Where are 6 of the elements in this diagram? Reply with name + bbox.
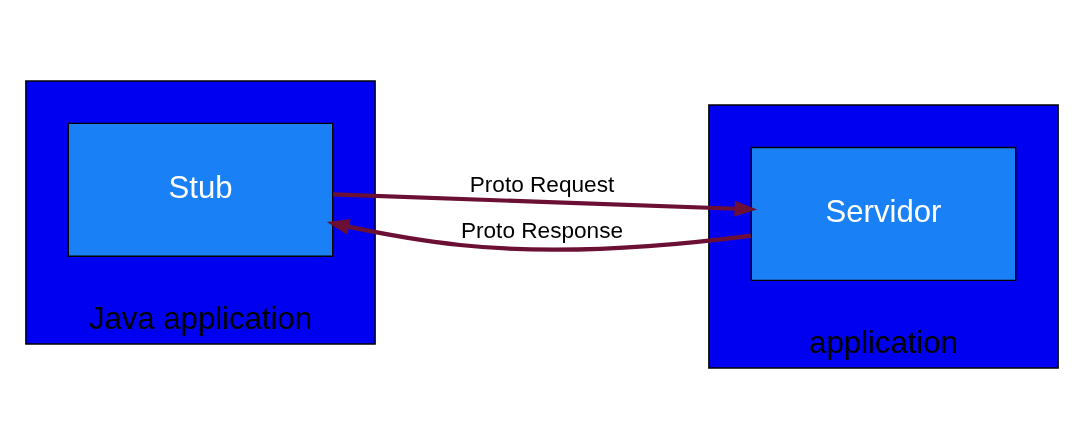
- edge-label: Proto Request: [469, 171, 615, 197]
- arrow: [326, 218, 752, 252]
- node-box: Servidor: [750, 146, 1017, 281]
- arrow: [332, 191, 758, 217]
- node-box: Stub: [67, 122, 334, 257]
- edge-label: Proto Response: [460, 217, 624, 243]
